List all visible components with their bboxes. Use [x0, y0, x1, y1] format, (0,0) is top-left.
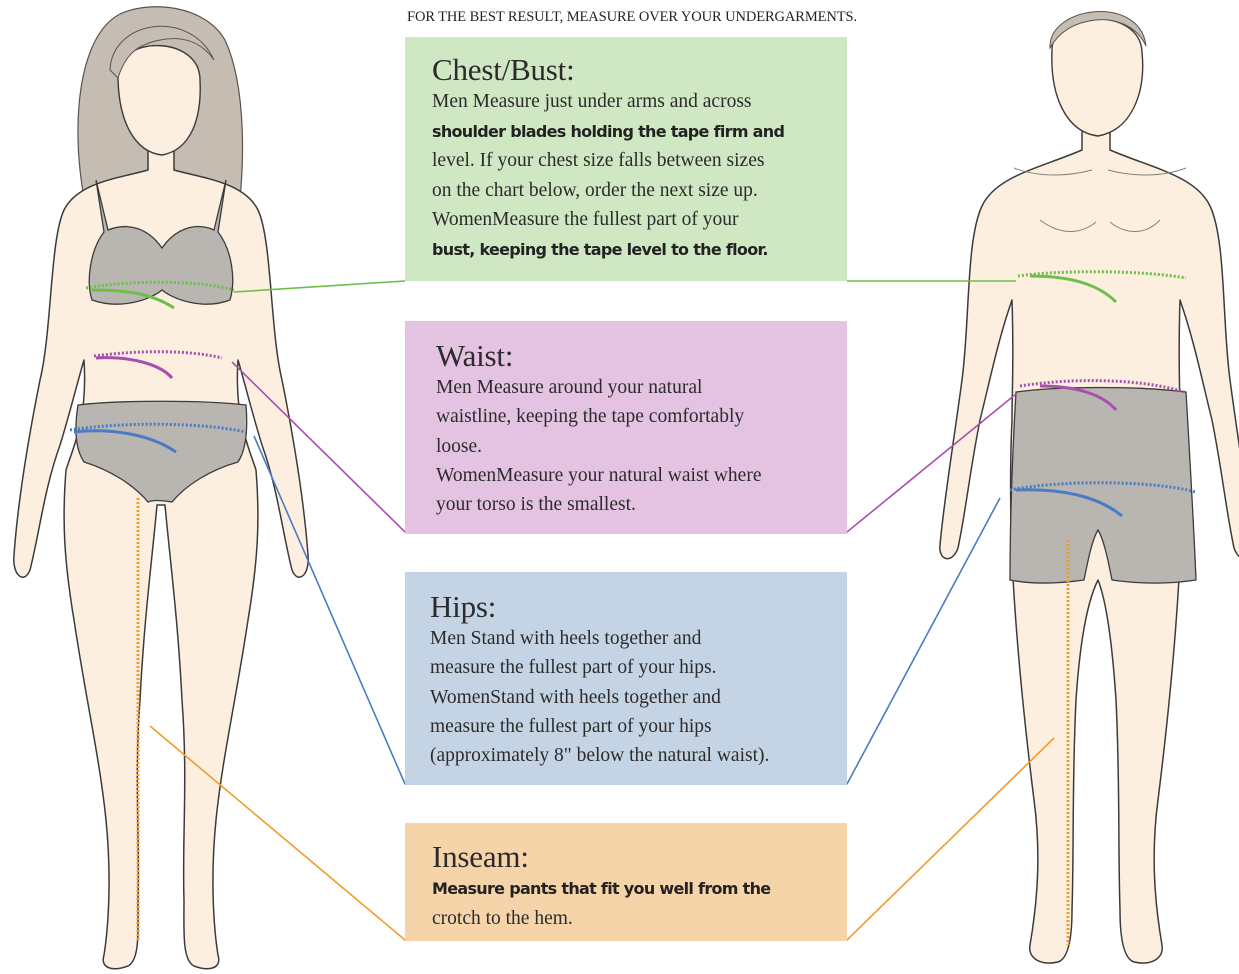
waist-line: Men Measure around your natural: [436, 373, 847, 402]
chest-line: WomenMeasure the fullest part of your: [432, 205, 847, 235]
inseam-title: Inseam:: [432, 840, 847, 874]
woman-figure: [14, 7, 308, 969]
chest-bust-title: Chest/Bust:: [432, 53, 847, 87]
inseam-panel: Inseam: Measure pants that fit you well …: [405, 823, 847, 941]
man-figure: [940, 12, 1239, 963]
hips-line: Men Stand with heels together and: [430, 624, 847, 653]
chest-line: Men Measure just under arms and across: [432, 87, 847, 117]
hips-panel: Hips: Men Stand with heels together and …: [405, 572, 847, 785]
chest-line: shoulder blades holding the tape firm an…: [432, 117, 847, 147]
waist-line: waistline, keeping the tape comfortably: [436, 402, 847, 431]
waist-title: Waist:: [436, 339, 847, 373]
hips-line: measure the fullest part of your hips: [430, 712, 847, 741]
inseam-line: crotch to the hem.: [432, 904, 847, 934]
inseam-line: Measure pants that fit you well from the: [432, 874, 847, 904]
waist-line: loose.: [436, 432, 847, 461]
waist-line: WomenMeasure your natural waist where: [436, 461, 847, 490]
chest-line: bust, keeping the tape level to the floo…: [432, 235, 847, 265]
chest-line: level. If your chest size falls between …: [432, 146, 847, 176]
hips-line: WomenStand with heels together and: [430, 683, 847, 712]
hips-title: Hips:: [430, 590, 847, 624]
chest-line: on the chart below, order the next size …: [432, 176, 847, 206]
waist-line: your torso is the smallest.: [436, 490, 847, 519]
hips-line: (approximately 8" below the natural wais…: [430, 741, 847, 770]
intro-note: FOR THE BEST RESULT, MEASURE OVER YOUR U…: [407, 9, 1047, 26]
waist-panel: Waist: Men Measure around your natural w…: [405, 321, 847, 534]
chest-bust-panel: Chest/Bust: Men Measure just under arms …: [405, 37, 847, 281]
man-head-icon: [1052, 19, 1143, 136]
hips-line: measure the fullest part of your hips.: [430, 653, 847, 682]
